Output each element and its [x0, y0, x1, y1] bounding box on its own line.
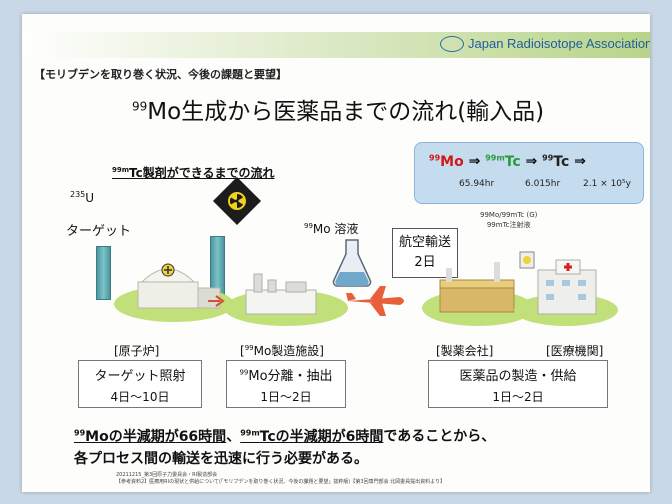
- reactor-caption: [原子炉]: [114, 344, 160, 358]
- footnote: 20211215_第3回原子力委員会・RI製造部会 【参考資料2】医療用RIの現…: [116, 472, 446, 485]
- medical-institution-caption: [医療機関]: [546, 344, 604, 358]
- manufacture-step-box: 医薬品の製造・供給 1日〜2日: [428, 360, 608, 408]
- air-transport-label: 航空輸送: [398, 235, 451, 250]
- subtitle-text: Tc製剤ができるまでの流れ: [129, 166, 275, 180]
- mo-facility-caption: [99Mo製造施設]: [240, 344, 324, 358]
- tc99m-half-life: 6.015hr: [525, 179, 561, 189]
- page-title: 99Mo生成から医薬品までの流れ(輸入品): [132, 92, 544, 126]
- decay-arrow: ⇒: [468, 153, 481, 170]
- air-transport-days: 2日: [414, 255, 436, 270]
- decay-chain: 99Mo ⇒ 99mTc ⇒ 99Tc ⇒: [429, 153, 586, 170]
- pharma-company-caption: [製薬会社]: [436, 344, 494, 358]
- decay-arrow: ⇒: [574, 153, 586, 170]
- irradiation-step-days: 4日〜10日: [110, 390, 170, 404]
- decay-arrow: ⇒: [525, 153, 538, 170]
- section-label: 【モリブデンを取り巻く状況、今後の課題と要望】: [34, 68, 287, 81]
- mo99-half-life: 65.94hr: [459, 179, 495, 189]
- tc99m-label: 99mTc: [485, 153, 521, 170]
- target-label: ターゲット: [66, 224, 132, 239]
- separation-step-box: 99Mo分離・抽出 1日〜2日: [226, 360, 346, 408]
- tc99-label: 99Tc: [542, 153, 570, 170]
- hospital-illustration: [514, 259, 618, 326]
- summary-text: 99Moの半減期が66時間、99mTcの半減期が6時間であることから、 各プロセ…: [74, 428, 496, 467]
- title-text: Mo生成から医薬品までの流れ(輸入品): [147, 99, 545, 125]
- mo-solution-label: 99Mo 溶液: [304, 222, 359, 236]
- slide: Japan Radioisotope Association 【モリブデンを取り…: [22, 14, 650, 492]
- irradiation-step-box: ターゲット照射 4日〜10日: [78, 360, 202, 408]
- flow-subtitle: 99mTc製剤ができるまでの流れ: [112, 164, 275, 181]
- airplane-icon: [346, 286, 404, 316]
- flask-icon: [332, 239, 372, 287]
- pharma-company-illustration: [422, 251, 535, 326]
- uranium-235-label: 235U: [70, 190, 95, 205]
- flow-arrow-icon: [208, 295, 225, 307]
- irradiation-step-title: ターゲット照射: [94, 369, 186, 384]
- title-superscript: 99: [132, 99, 148, 114]
- header-band: [22, 32, 650, 58]
- reactor-illustration: [114, 263, 234, 322]
- radiation-trefoil-icon: [228, 192, 246, 210]
- subtitle-superscript: 99m: [112, 166, 130, 174]
- target-rod: [96, 246, 111, 300]
- pharma-products-label: 99Mo/99mTc (G)99mTc注射液: [480, 211, 538, 229]
- separation-step-days: 1日〜2日: [260, 390, 312, 404]
- separation-step-title: 99Mo分離・抽出: [239, 368, 333, 384]
- tc99-half-life: 2.1 × 10⁵y: [583, 179, 631, 189]
- manufacture-step-title: 医薬品の製造・供給: [459, 369, 577, 384]
- manufacture-step-days: 1日〜2日: [492, 390, 544, 404]
- decay-chain-box: 99Mo ⇒ 99mTc ⇒ 99Tc ⇒ 65.94hr 6.015hr 2.…: [414, 142, 644, 204]
- jra-logo: [440, 36, 464, 52]
- mo-processing-facility-illustration: [224, 273, 348, 326]
- organization-name: Japan Radioisotope Association: [468, 36, 650, 51]
- mo99-label: 99Mo: [429, 153, 464, 170]
